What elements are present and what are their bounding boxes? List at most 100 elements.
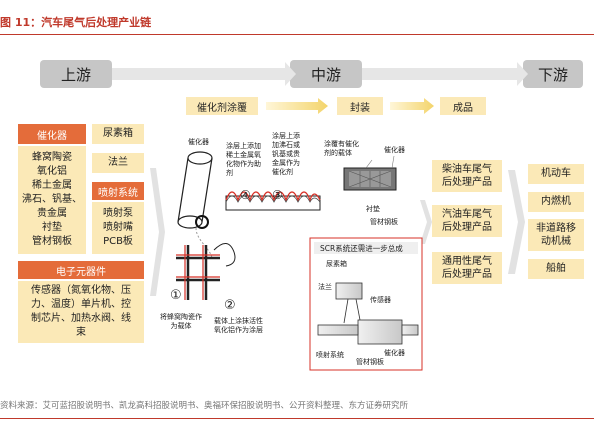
source-note: 资料来源：艾可蓝招股说明书、凯龙高科招股说明书、奥福环保招股说明书、公开资料整理… <box>0 401 409 411</box>
coating-line: 化物作为助 <box>226 160 261 168</box>
step-arrow-1 <box>266 98 328 114</box>
label-pipe-plate: 管材钢板 <box>370 218 398 226</box>
catalyst-item: 贵金属 <box>37 208 67 219</box>
injection-header: 喷射系统 <box>92 182 144 200</box>
product-line: 通用性尾气 <box>442 256 492 267</box>
chevron-arrow-left <box>150 168 165 296</box>
marker-2: ② <box>224 298 236 313</box>
catalyst-materials: 蜂窝陶瓷 氧化铝 稀土金属 沸石、钒基、 贵金属 衬垫 管材钢板 <box>18 146 86 254</box>
product-line: 汽油车尾气 <box>442 209 492 220</box>
chevron-arrow-right <box>508 170 525 274</box>
marker-1: ① <box>170 288 182 303</box>
coated-carrier <box>343 167 397 191</box>
marker-4: ④ <box>240 188 251 202</box>
coating-line: 稀土金属氧 <box>226 151 261 159</box>
honeycomb-grid <box>176 245 220 300</box>
scr-header-bg <box>314 242 418 254</box>
label-line: 剂的载体 <box>324 149 352 157</box>
downstream-line: 动机械 <box>541 236 571 247</box>
stage-midstream: 中游 <box>290 60 362 88</box>
scr-injection-label: 喷射系统 <box>316 351 344 359</box>
label-liner: 衬垫 <box>366 205 380 213</box>
product-gasoline: 汽油车尾气 后处理产品 <box>432 205 502 237</box>
coating-line: 钒基或贵 <box>272 150 300 158</box>
urea-tank-box: 尿素箱 <box>92 124 144 144</box>
label-coated-carrier: 涂覆有催化 剂的载体 <box>324 140 359 158</box>
label-catalyst-left: 催化器 <box>188 138 209 146</box>
zoom-line <box>213 243 236 267</box>
scr-pipe-label: 管材钢板 <box>356 358 384 366</box>
label-catalyst-right: 催化器 <box>384 146 405 154</box>
scr-assembly <box>317 282 419 345</box>
downstream-engine: 内燃机 <box>528 192 584 212</box>
catalyst-item: 氧化铝 <box>37 166 67 177</box>
label-line: 涂覆有催化 <box>324 140 359 148</box>
catalyst-item: 稀土金属 <box>32 180 72 191</box>
product-line: 后处理产品 <box>442 222 492 233</box>
flange-box: 法兰 <box>92 153 144 173</box>
downstream-ship: 船舶 <box>528 259 584 279</box>
coating-line: 加沸石或 <box>272 141 300 149</box>
label-alumina-coating: 载体上涂抹活性 氧化铝作为涂层 <box>214 317 263 335</box>
downstream-nonroad: 非道路移 动机械 <box>528 219 584 251</box>
catalyst-cylinder <box>177 151 213 229</box>
catalyst-item: 管材钢板 <box>32 236 72 247</box>
catalyst-item: 沸石、钒基、 <box>22 194 82 205</box>
coating-line: 金属作为 <box>272 159 300 167</box>
electronics-header: 电子元器件 <box>18 261 144 279</box>
electronics-item: 传感器（氮氧化物、压 <box>31 285 131 296</box>
downstream-motor-vehicle: 机动车 <box>528 164 584 184</box>
stage-arrow-up-mid <box>112 62 296 86</box>
product-line: 柴油车尾气 <box>442 164 492 175</box>
product-general: 通用性尾气 后处理产品 <box>432 252 502 284</box>
scr-title: SCR系统还需进一步总成 <box>320 244 403 253</box>
electronics-item: 制芯片、加热水阀、线 <box>31 313 131 324</box>
honeycomb-coating <box>176 245 220 300</box>
coating-wave <box>225 191 321 211</box>
stage-upstream: 上游 <box>40 60 112 88</box>
figure-title: 图 11：汽车尾气后处理产业链 <box>0 16 152 29</box>
scr-panel <box>309 237 423 371</box>
label-line: 载体上涂抹活性 <box>214 317 263 325</box>
catalyst-item: 蜂窝陶瓷 <box>32 152 72 163</box>
label-line: 为载体 <box>170 322 192 330</box>
injection-items: 喷射泵 喷射嘴 PCB板 <box>92 202 144 254</box>
injection-item: 喷射嘴 <box>103 222 133 233</box>
connector-line <box>195 227 213 259</box>
product-diesel: 柴油车尾气 后处理产品 <box>432 160 502 192</box>
marker-3: ③ <box>272 188 283 202</box>
catalyst-item: 衬垫 <box>42 222 62 233</box>
step-finished: 成品 <box>440 97 486 115</box>
product-line: 后处理产品 <box>442 269 492 280</box>
title-rule <box>0 34 594 35</box>
step-arrow-2 <box>390 98 434 114</box>
scr-sensor-label: 传感器 <box>370 296 391 304</box>
stage-downstream: 下游 <box>523 60 583 88</box>
electronics-item: 束 <box>76 327 86 338</box>
coating-line: 剂 <box>226 169 233 177</box>
scr-urea-label: 尿素箱 <box>326 260 347 268</box>
injection-item: 喷射泵 <box>103 208 133 219</box>
label-coating-rare-earth: 涂层上添加 稀土金属氧 化物作为助 剂 <box>226 142 261 178</box>
chevron-arrow-mid <box>420 200 432 244</box>
electronics-item: 力、温度）单片机、控 <box>31 299 131 310</box>
step-packaging: 封装 <box>337 97 383 115</box>
bottom-rule <box>0 418 594 419</box>
coating-line: 涂层上添 <box>272 132 300 140</box>
coating-line: 催化剂 <box>272 168 293 176</box>
label-line: 氧化铝作为涂层 <box>214 326 263 334</box>
label-line: 将蜂窝陶瓷作 <box>160 313 202 321</box>
label-honeycomb-carrier: 将蜂窝陶瓷作 为载体 <box>160 313 202 331</box>
injection-item: PCB板 <box>103 236 133 247</box>
step-coating: 催化剂涂覆 <box>186 97 258 115</box>
catalyst-header: 催化器 <box>18 124 86 144</box>
electronics-items: 传感器（氮氧化物、压 力、温度）单片机、控 制芯片、加热水阀、线 束 <box>18 281 144 343</box>
stage-arrow-mid-down <box>362 62 528 86</box>
product-line: 后处理产品 <box>442 177 492 188</box>
downstream-line: 非道路移 <box>536 223 576 234</box>
label-coating-zeolite: 涂层上添 加沸石或 钒基或贵 金属作为 催化剂 <box>272 132 300 177</box>
scr-catalyst-label: 催化器 <box>384 349 405 357</box>
scr-flange-label: 法兰 <box>318 283 332 291</box>
coating-line: 涂层上添加 <box>226 142 261 150</box>
